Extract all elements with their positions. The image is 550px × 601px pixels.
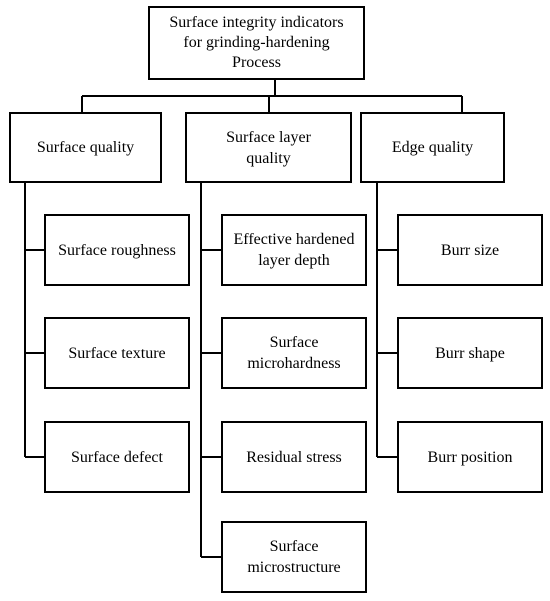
node-line: Burr shape — [435, 344, 505, 362]
node-line: Edge quality — [391, 139, 474, 156]
node-line: Effective hardened — [233, 231, 355, 248]
item-surface-microhardness: Surface microhardness — [221, 317, 367, 389]
item-burr-position: Burr position — [397, 421, 543, 493]
node-line: Surface — [269, 538, 319, 555]
node-line: microhardness — [247, 355, 341, 372]
node-line: Process — [232, 54, 281, 71]
node-line: quality — [246, 149, 291, 167]
node-line: Residual stress — [246, 448, 342, 466]
item-surface-texture: Surface texture — [44, 317, 190, 389]
item-residual-stress: Residual stress — [221, 421, 367, 493]
category-edge-quality: Edge quality — [360, 112, 505, 183]
item-surface-roughness: Surface roughness — [44, 214, 190, 286]
root-node: Surface integrity indicators for grindin… — [148, 6, 365, 80]
node-line: Surface layer — [226, 128, 311, 146]
node-line: Burr size — [440, 241, 500, 259]
node-line: Surface integrity indicators — [169, 14, 344, 31]
node-line: layer depth — [258, 252, 330, 269]
node-line: Surface roughness — [58, 241, 176, 259]
item-burr-size: Burr size — [397, 214, 543, 286]
node-line: Surface — [269, 334, 319, 351]
item-effective-hardened-layer-depth: Effective hardened layer depth — [221, 214, 367, 286]
node-line: Surface texture — [68, 344, 166, 362]
node-line: for grinding-hardening — [183, 34, 330, 51]
item-burr-shape: Burr shape — [397, 317, 543, 389]
node-line: Surface quality — [36, 139, 135, 156]
item-surface-defect: Surface defect — [44, 421, 190, 493]
node-line: Burr position — [427, 448, 513, 466]
node-line: Surface defect — [71, 448, 163, 466]
category-surface-layer-quality: Surface layer quality — [185, 112, 352, 183]
item-surface-microstructure: Surface microstructure — [221, 521, 367, 593]
category-surface-quality: Surface quality — [9, 112, 162, 183]
node-line: microstructure — [247, 559, 341, 576]
